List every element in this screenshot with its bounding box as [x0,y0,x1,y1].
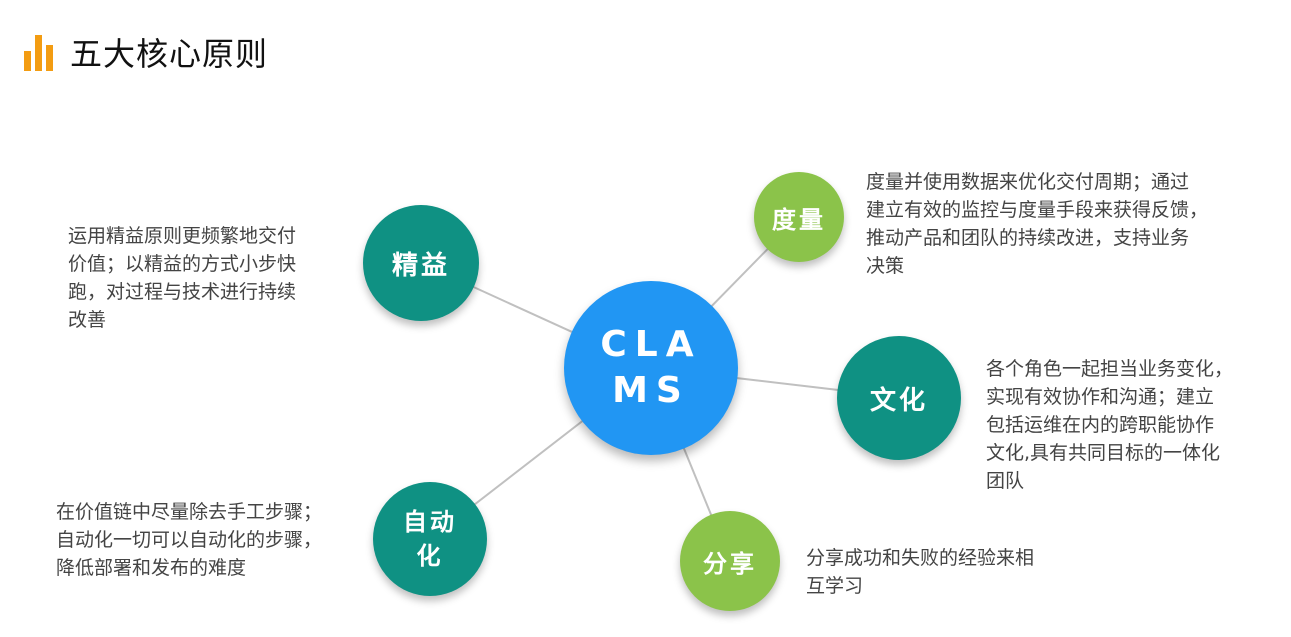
desc-line: 度量并使用数据来优化交付周期；通过 [866,171,1190,193]
desc-line: 互学习 [806,575,864,597]
node-lean: 精益 [363,205,479,321]
page-title: 五大核心原则 [70,35,269,73]
desc-line: 决策 [866,255,905,277]
desc-line: 在价值链中尽量除去手工步骤； [56,501,323,523]
center-label-line1: CLA [600,324,702,365]
desc-line: 建立有效的监控与度量手段来获得反馈， [866,199,1209,221]
desc-share: 分享成功和失败的经验来相 互学习 [806,544,1034,600]
desc-lean: 运用精益原则更频繁地交付 价值；以精益的方式小步快 跑，对过程与技术进行持续 改… [68,222,296,334]
node-measure-label: 度量 [772,205,826,234]
bar-chart-icon [24,35,53,71]
title-bar: 五大核心原则 [24,30,268,74]
desc-line: 文化,具有共同目标的一体化 [986,442,1221,464]
desc-line: 包括运维在内的跨职能协作 [986,414,1215,436]
desc-line: 各个角色一起担当业务变化， [986,358,1234,380]
desc-measure: 度量并使用数据来优化交付周期；通过 建立有效的监控与度量手段来获得反馈， 推动产… [866,168,1208,280]
node-auto: 自动 化 [373,482,487,596]
node-culture: 文化 [837,336,961,460]
center-label-line2: MS [612,370,690,411]
desc-line: 跑，对过程与技术进行持续 [68,281,297,303]
node-share-label: 分享 [703,549,757,578]
desc-line: 价值；以精益的方式小步快 [68,253,297,275]
desc-line: 推动产品和团队的持续改进，支持业务 [866,227,1190,249]
center-node-clams: CLA MS [564,281,738,455]
desc-line: 改善 [68,309,107,331]
desc-culture: 各个角色一起担当业务变化， 实现有效协作和沟通；建立 包括运维在内的跨职能协作 … [986,355,1233,495]
node-auto-label-line2: 化 [416,542,444,570]
node-measure: 度量 [754,172,844,262]
desc-line: 运用精益原则更频繁地交付 [68,225,297,247]
desc-line: 团队 [986,470,1025,492]
desc-line: 降低部署和发布的难度 [56,557,247,579]
desc-line: 自动化一切可以自动化的步骤， [56,529,323,551]
desc-auto: 在价值链中尽量除去手工步骤； 自动化一切可以自动化的步骤， 降低部署和发布的难度 [56,498,322,582]
desc-line: 实现有效协作和沟通；建立 [986,386,1215,408]
node-share: 分享 [680,511,780,611]
node-culture-label: 文化 [869,385,928,416]
node-lean-label: 精益 [391,250,450,281]
desc-line: 分享成功和失败的经验来相 [806,547,1035,569]
node-auto-label-line1: 自动 [403,508,457,536]
